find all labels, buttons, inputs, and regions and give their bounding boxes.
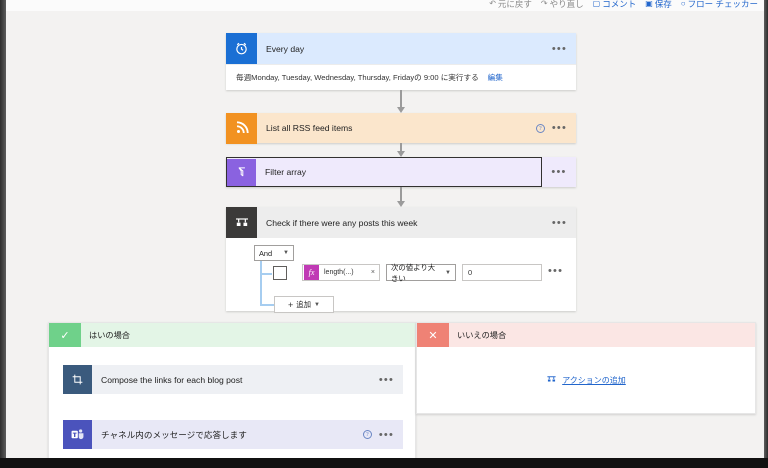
trigger-title: Every day xyxy=(266,43,305,54)
command-bar: ↶ 元に戻す ↷ やり直し ▢ コメント ▣ 保存 ○ フロー チェッカー xyxy=(6,0,764,11)
logic-operator-dropdown[interactable]: And ▼ xyxy=(254,245,294,261)
trigger-card-every-day[interactable]: Every day ••• 毎週Monday, Tuesday, Wednesd… xyxy=(226,33,576,90)
trigger-card-actions[interactable]: ••• xyxy=(551,42,576,55)
comment-icon: ▢ xyxy=(592,0,601,8)
connector-arrow-filter-to-condition xyxy=(395,187,407,207)
close-icon: ✕ xyxy=(417,323,449,347)
flowchecker-icon: ○ xyxy=(680,0,686,8)
add-action-icon xyxy=(546,374,557,388)
teams-more-button[interactable]: ••• xyxy=(378,428,394,441)
rss-title: List all RSS feed items xyxy=(266,123,353,133)
chevron-down-icon: ▼ xyxy=(445,269,451,276)
info-icon[interactable]: ? xyxy=(535,123,545,133)
undo-icon: ↶ xyxy=(489,0,496,8)
chevron-down-icon: ▼ xyxy=(314,301,320,308)
close-icon[interactable]: × xyxy=(370,269,375,276)
trigger-schedule-text: 毎週Monday, Tuesday, Wednesday, Thursday, … xyxy=(236,73,479,82)
redo-icon: ↷ xyxy=(540,0,548,8)
rss-icon xyxy=(226,112,257,144)
toolbar-button-comment[interactable]: ▢ コメント xyxy=(593,0,637,10)
compose-card-actions[interactable]: ••• xyxy=(378,373,403,386)
filter-array-icon xyxy=(227,158,256,186)
condition-row-more-button[interactable]: ••• xyxy=(548,265,564,277)
trigger-schedule-row: 毎週Monday, Tuesday, Wednesday, Thursday, … xyxy=(226,64,576,90)
condition-value-text: 0 xyxy=(468,268,473,277)
condition-add-button[interactable]: + 追加 ▼ xyxy=(274,296,334,313)
teams-reply-title: チャネル内のメッセージで応答します xyxy=(101,429,247,440)
trigger-edit-link[interactable]: 編集 xyxy=(487,73,503,82)
filter-array-title: Filter array xyxy=(265,167,307,177)
trigger-card-header[interactable]: Every day ••• xyxy=(226,33,576,64)
teams-icon xyxy=(63,420,92,449)
condition-tree-branch-add xyxy=(260,304,274,306)
add-action-label: アクションの追加 xyxy=(562,376,626,385)
trigger-more-button[interactable]: ••• xyxy=(551,42,567,55)
rss-card-header[interactable]: List all RSS feed items ? ••• xyxy=(226,112,576,144)
rss-more-button[interactable]: ••• xyxy=(551,122,567,134)
toolbar-button-flow-checker[interactable]: ○ フロー チェッカー xyxy=(681,0,758,10)
condition-operator-value: 次の値より大きい xyxy=(391,262,436,283)
no-branch-label: いいえの場合 xyxy=(457,331,507,340)
condition-title: Check if there were any posts this week xyxy=(266,217,418,228)
condition-more-button[interactable]: ••• xyxy=(551,216,567,229)
filter-more-button[interactable]: ••• xyxy=(551,166,567,178)
toolbar-button-redo[interactable]: ↷ やり直し xyxy=(541,0,584,10)
filter-array-actions[interactable]: ••• xyxy=(542,157,576,187)
connector-arrow-trigger-to-rss xyxy=(395,90,407,113)
compose-title: Compose the links for each blog post xyxy=(101,374,243,385)
condition-tree-trunk xyxy=(260,261,262,305)
condition-expression-chip[interactable]: fx length(...) × xyxy=(302,264,380,281)
add-action-button[interactable]: アクションの追加 xyxy=(417,347,755,414)
action-card-compose[interactable]: Compose the links for each blog post ••• xyxy=(63,365,403,394)
toolbar-label-comment: コメント xyxy=(602,0,637,9)
compose-icon xyxy=(63,365,92,394)
flow-designer-canvas[interactable]: Every day ••• 毎週Monday, Tuesday, Wednesd… xyxy=(6,11,764,458)
condition-expression-text: length(...) xyxy=(324,269,354,276)
teams-card-actions[interactable]: ? ••• xyxy=(362,428,403,441)
save-icon: ▣ xyxy=(645,0,653,8)
condition-card[interactable]: Check if there were any posts this week … xyxy=(226,207,576,313)
rss-card-actions[interactable]: ? ••• xyxy=(535,122,576,134)
condition-card-actions[interactable]: ••• xyxy=(551,216,576,229)
action-card-teams-reply[interactable]: チャネル内のメッセージで応答します ? ••• xyxy=(63,420,403,449)
window-bezel-bottom xyxy=(0,458,768,468)
condition-row-checkbox[interactable] xyxy=(273,266,287,280)
checkmark-icon: ✓ xyxy=(49,323,81,347)
condition-no-branch[interactable]: ✕ いいえの場合 アクションの追加 xyxy=(416,322,756,414)
yes-branch-label: はいの場合 xyxy=(89,331,130,340)
toolbar-button-undo[interactable]: ↶ 元に戻す xyxy=(489,0,532,10)
condition-builder: And ▼ fx length(...) × 次の値より大きい ▼ 0 xyxy=(226,238,576,313)
action-card-filter-array[interactable]: Filter array ••• xyxy=(226,157,576,187)
toolbar-label-save: 保存 xyxy=(654,0,672,9)
condition-icon xyxy=(226,207,257,238)
connector-arrow-rss-to-filter xyxy=(395,143,407,157)
yes-branch-header: ✓ はいの場合 xyxy=(49,323,415,347)
info-icon[interactable]: ? xyxy=(362,430,372,439)
condition-tree-branch-row xyxy=(260,273,272,275)
chevron-down-icon: ▼ xyxy=(283,250,289,256)
clock-icon xyxy=(226,33,257,64)
toolbar-label-undo: 元に戻す xyxy=(497,0,532,9)
condition-add-label: 追加 xyxy=(296,300,312,309)
condition-operator-dropdown[interactable]: 次の値より大きい ▼ xyxy=(386,262,456,283)
window-bezel-right xyxy=(764,0,768,468)
logic-operator-value: And xyxy=(259,248,273,258)
condition-yes-branch[interactable]: ✓ はいの場合 Compose the links for each blog … xyxy=(48,322,416,458)
window-bezel-left xyxy=(0,0,6,468)
toolbar-button-save[interactable]: ▣ 保存 xyxy=(645,0,672,10)
filter-array-selected-body[interactable]: Filter array xyxy=(226,157,542,187)
plus-icon: + xyxy=(287,299,294,310)
condition-value-input[interactable]: 0 xyxy=(462,264,542,281)
compose-more-button[interactable]: ••• xyxy=(378,373,394,386)
action-card-list-rss-items[interactable]: List all RSS feed items ? ••• xyxy=(226,112,576,144)
toolbar-label-flow-checker: フロー チェッカー xyxy=(687,0,758,9)
condition-card-header[interactable]: Check if there were any posts this week … xyxy=(226,207,576,238)
toolbar-label-redo: やり直し xyxy=(549,0,584,9)
no-branch-header: ✕ いいえの場合 xyxy=(417,323,755,347)
fx-icon: fx xyxy=(304,265,319,280)
